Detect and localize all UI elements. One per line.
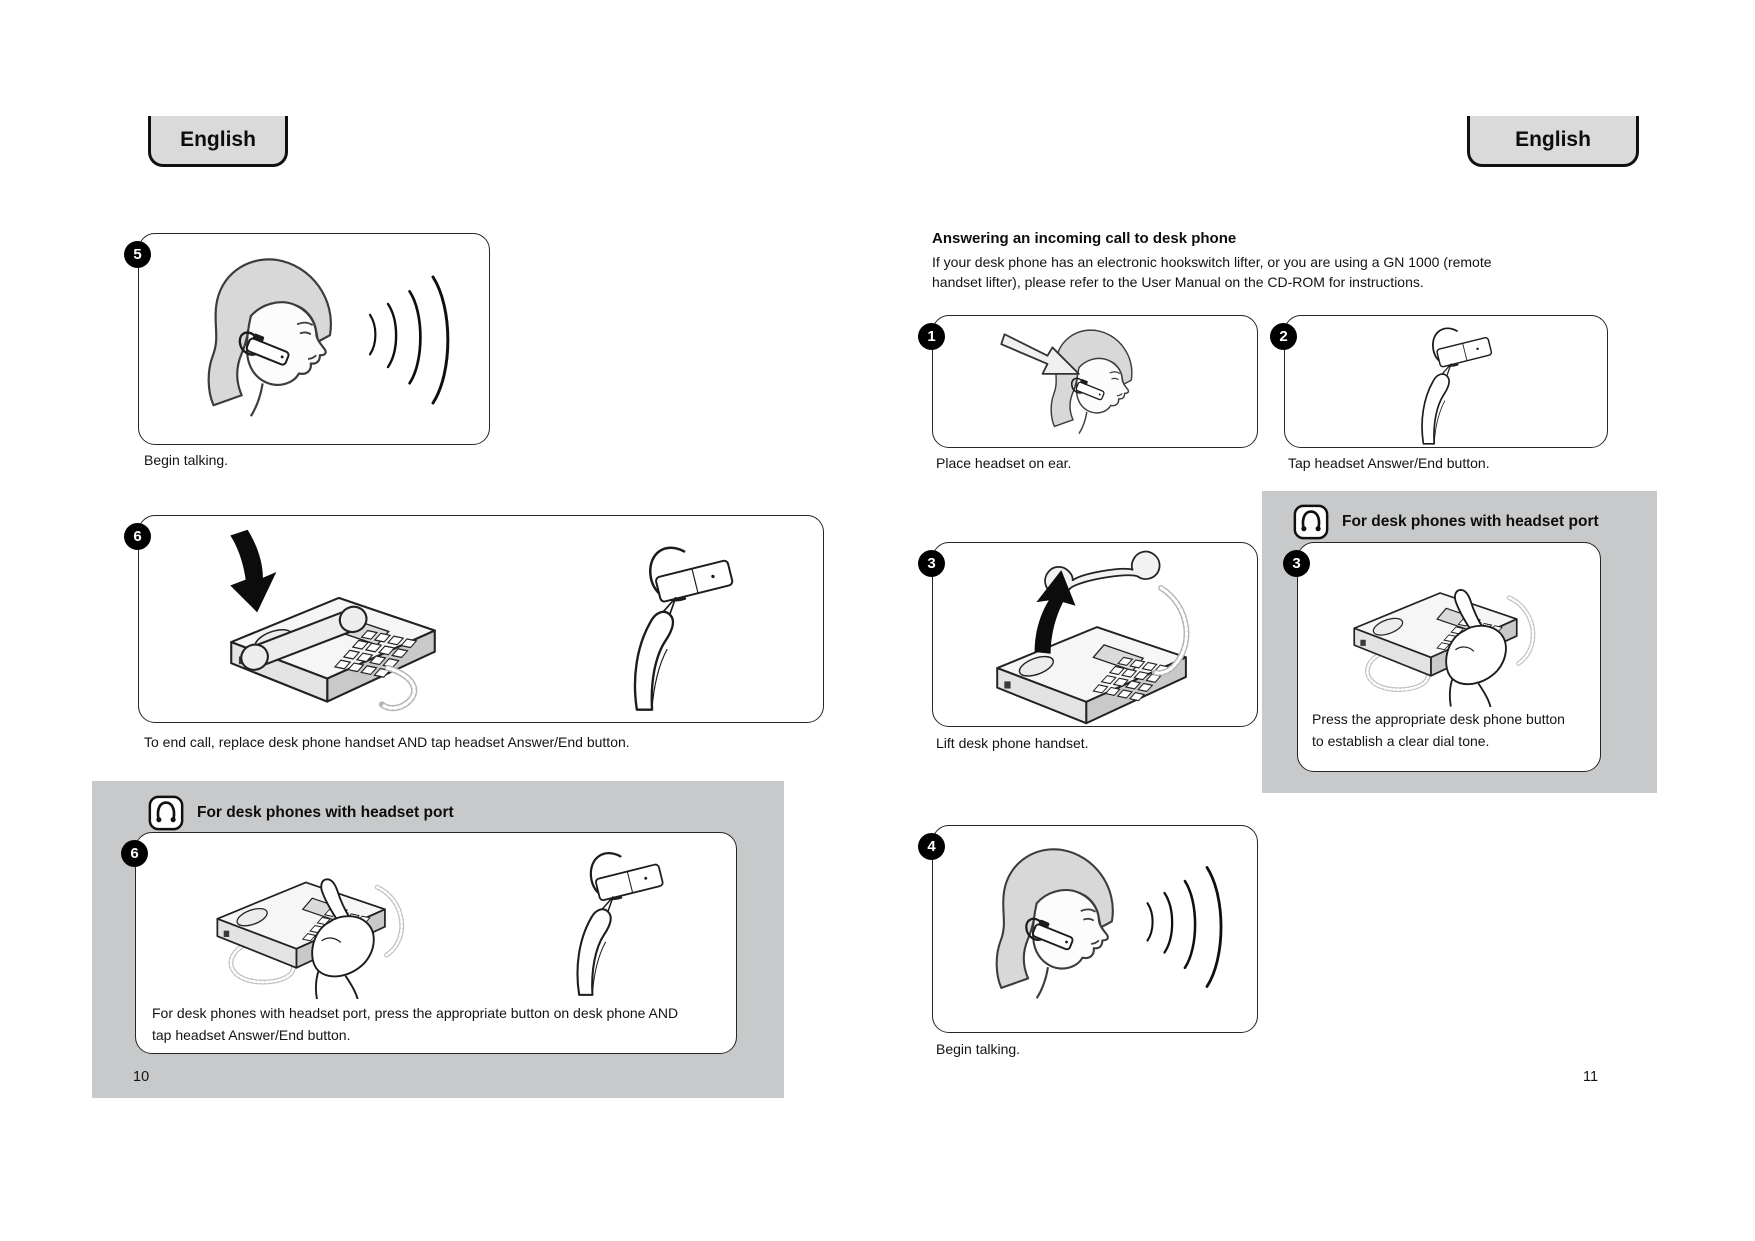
step-badge-4: 4 <box>918 833 945 860</box>
step-badge-3: 3 <box>918 550 945 577</box>
step-caption-4: Begin talking. <box>936 1041 1021 1057</box>
language-tab-left-label: English <box>180 128 256 151</box>
press-phone-button-illustration <box>1322 547 1574 707</box>
headset-port-heading-left: For desk phones with headset port <box>197 804 454 821</box>
section-body: If your desk phone has an electronic hoo… <box>932 252 1492 292</box>
language-tab-left: English <box>148 116 288 167</box>
step-badge-3-headset-port: 3 <box>1283 550 1310 577</box>
step-caption-2: Tap headset Answer/End button. <box>1288 455 1490 471</box>
replace-handset-and-tap-illustration <box>153 524 735 716</box>
talking-head-illustration <box>207 258 450 418</box>
step-box-3-headset-port: 3 Press the appropriate desk phone butto… <box>1283 542 1601 772</box>
step-box-4: 4 <box>918 825 1258 1033</box>
step-badge-6: 6 <box>124 523 151 550</box>
headset-port-panel-right: For desk phones with headset port 3 Pres… <box>1262 491 1657 793</box>
page-number-right: 11 <box>1583 1069 1599 1085</box>
step-box-6: 6 <box>124 515 824 723</box>
step-caption-6: To end call, replace desk phone handset … <box>144 734 630 750</box>
page-number-left: 10 <box>133 1069 150 1085</box>
press-phone-button-and-tap-illustration <box>140 852 665 999</box>
step-box-3: 3 <box>918 542 1258 727</box>
headset-icon <box>1292 503 1330 541</box>
headset-port-caption-right-line2: to establish a clear dial tone. <box>1312 733 1490 749</box>
step-badge-6-headset-port: 6 <box>121 840 148 867</box>
section-heading: Answering an incoming call to desk phone <box>932 230 1237 247</box>
section-body-line2: handset lifter), please refer to the Use… <box>932 274 1424 290</box>
section-body-line1: If your desk phone has an electronic hoo… <box>932 254 1492 270</box>
step-box-1: 1 <box>918 315 1258 448</box>
step-caption-5: Begin talking. <box>144 452 229 468</box>
step-caption-3: Lift desk phone handset. <box>936 735 1089 751</box>
step-box-2: 2 <box>1270 315 1608 448</box>
headset-port-caption-left-line1: For desk phones with headset port, press… <box>152 1005 679 1021</box>
step-box-6-headset-port: 6 For desk phones with headset port, pre… <box>121 832 737 1054</box>
step-caption-1: Place headset on ear. <box>936 455 1072 471</box>
step-box-5: 5 <box>124 233 490 445</box>
step-badge-1: 1 <box>918 323 945 350</box>
place-headset-illustration <box>1000 329 1133 435</box>
lift-handset-illustration <box>951 547 1243 725</box>
tap-headset-illustration <box>1421 327 1493 445</box>
language-tab-right: English <box>1467 116 1639 167</box>
headset-port-heading-right: For desk phones with headset port <box>1342 513 1599 530</box>
headset-port-caption-left-line2: tap headset Answer/End button. <box>152 1027 351 1043</box>
language-tab-right-label: English <box>1515 128 1591 151</box>
step-badge-5: 5 <box>124 241 151 268</box>
step-badge-2: 2 <box>1270 323 1297 350</box>
headset-port-header-right: For desk phones with headset port <box>1292 503 1599 541</box>
headset-port-caption-right-line1: Press the appropriate desk phone button <box>1312 711 1565 727</box>
talking-head-illustration <box>995 848 1223 1000</box>
headset-icon <box>147 794 185 832</box>
headset-port-header-left: For desk phones with headset port <box>147 794 454 832</box>
headset-port-panel-left: For desk phones with headset port 6 For … <box>92 781 784 1098</box>
